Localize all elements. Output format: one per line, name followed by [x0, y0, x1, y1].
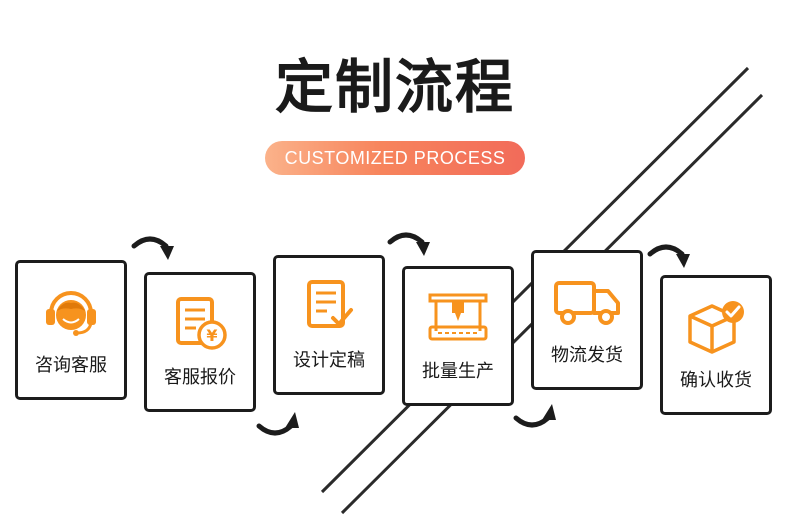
- curved-arrow-icon: [513, 404, 556, 428]
- step-label: 物流发货: [551, 345, 623, 366]
- step-design-finalize: 设计定稿: [273, 255, 385, 395]
- curved-arrow-icon: [387, 232, 430, 256]
- step-service-quote: ¥ 客服报价: [144, 272, 256, 412]
- curved-arrow-icon: [256, 412, 299, 436]
- step-logistics-shipping: 物流发货: [531, 250, 643, 390]
- customer-service-headset-icon: [46, 291, 96, 336]
- step-label: 确认收货: [680, 370, 752, 391]
- production-machine-icon: [428, 293, 488, 341]
- price-quote-document-icon: ¥: [176, 297, 227, 350]
- step-confirm-receipt: 确认收货: [660, 275, 772, 415]
- step-label: 设计定稿: [293, 350, 365, 371]
- delivery-truck-icon: [554, 281, 620, 325]
- curved-arrow-icon: [647, 244, 690, 268]
- subtitle-badge: CUSTOMIZED PROCESS: [265, 141, 525, 175]
- page-title: 定制流程: [274, 53, 515, 121]
- step-mass-production: 批量生产: [402, 266, 514, 406]
- step-label: 批量生产: [422, 361, 494, 382]
- curved-arrow-icon: [131, 236, 174, 260]
- step-label: 咨询客服: [35, 355, 107, 376]
- step-label: 客服报价: [164, 367, 236, 388]
- step-consult-service: 咨询客服: [15, 260, 127, 400]
- package-received-icon: [688, 301, 744, 354]
- svg-text:¥: ¥: [206, 326, 217, 345]
- design-document-check-icon: [307, 280, 353, 328]
